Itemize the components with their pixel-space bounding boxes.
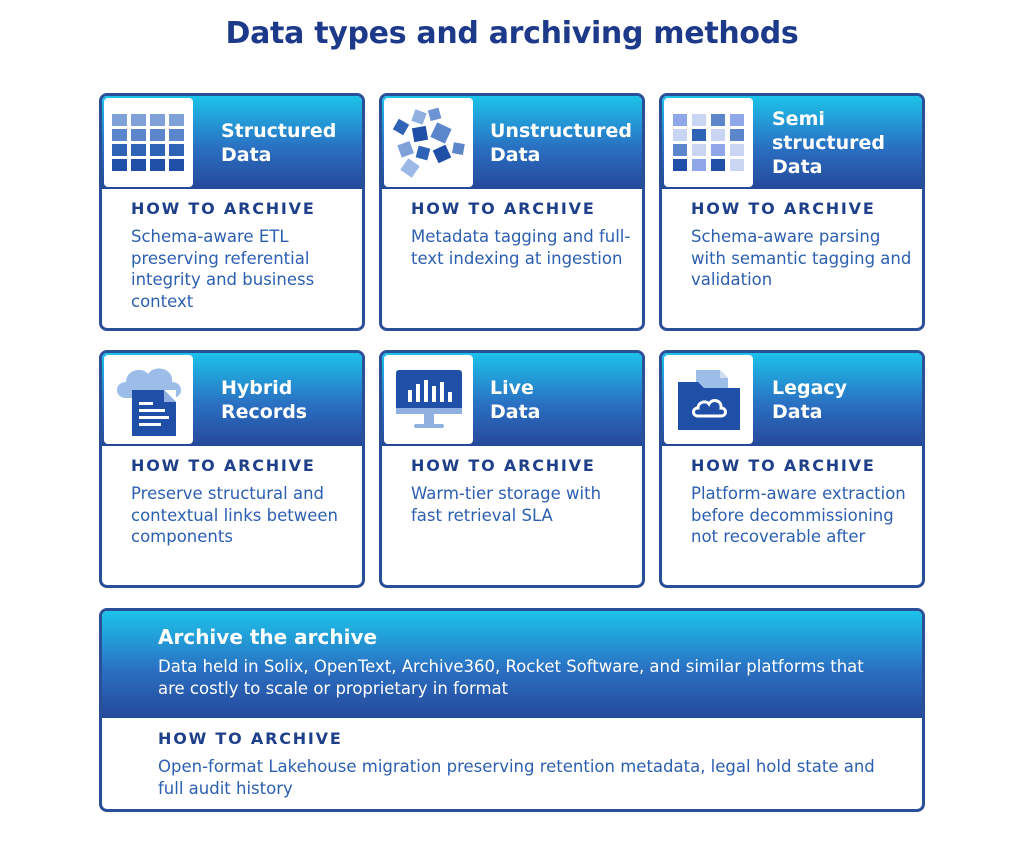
card-header: Semi structured Data [662,96,922,189]
card-semi-structured-data: Semi structured Data HOW TO ARCHIVE Sche… [659,93,925,331]
card-structured-data: Structured Data HOW TO ARCHIVE Schema-aw… [99,93,365,331]
card-header: Live Data [382,353,642,446]
card-title: Live Data [490,376,541,423]
card-description: Warm-tier storage with fast retrieval SL… [411,484,602,525]
scattered-squares-icon [384,98,473,187]
card-header: Structured Data [102,96,362,189]
card-live-data: Live Data HOW TO ARCHIVE Warm-tier stora… [379,350,645,588]
how-to-archive-label: HOW TO ARCHIVE [691,456,876,475]
card-header: Legacy Data [662,353,922,446]
card-title: Structured Data [221,119,337,166]
card-legacy-data: Legacy Data HOW TO ARCHIVE Platform-awar… [659,350,925,588]
cloud-folder-icon [664,355,753,444]
card-description: Schema-aware parsing with semantic taggi… [691,227,912,289]
card-title: Legacy Data [772,376,848,423]
card-archive-the-archive: Archive the archive Data held in Solix, … [99,608,925,812]
how-to-archive-label: HOW TO ARCHIVE [131,456,316,475]
card-unstructured-data: Unstructured Data HOW TO ARCHIVE Metadat… [379,93,645,331]
card-title: Archive the archive [158,625,378,649]
card-subtitle: Data held in Solix, OpenText, Archive360… [158,657,864,698]
how-to-archive-label: HOW TO ARCHIVE [131,199,316,218]
card-title: Hybrid Records [221,376,308,423]
card-description: Platform-aware extraction before decommi… [691,484,906,546]
card-description: Preserve structural and contextual links… [131,484,338,546]
card-title: Semi structured Data [772,107,886,178]
table-grid-icon [104,98,193,187]
how-to-archive-label: HOW TO ARCHIVE [691,199,876,218]
card-hybrid-records: Hybrid Records HOW TO ARCHIVE Preserve s… [99,350,365,588]
card-header: Unstructured Data [382,96,642,189]
mixed-grid-icon [664,98,753,187]
card-title: Unstructured Data [490,119,632,166]
how-to-archive-label: HOW TO ARCHIVE [411,456,596,475]
card-description: Open-format Lakehouse migration preservi… [158,757,875,798]
how-to-archive-label: HOW TO ARCHIVE [158,729,343,748]
cloud-document-icon [104,355,193,444]
monitor-chart-icon [384,355,473,444]
page-title: Data types and archiving methods [225,16,799,51]
how-to-archive-label: HOW TO ARCHIVE [411,199,596,218]
card-description: Schema-aware ETL preserving referential … [131,227,315,311]
card-header: Hybrid Records [102,353,362,446]
card-description: Metadata tagging and full-text indexing … [411,227,631,268]
card-header: Archive the archive Data held in Solix, … [102,611,922,718]
